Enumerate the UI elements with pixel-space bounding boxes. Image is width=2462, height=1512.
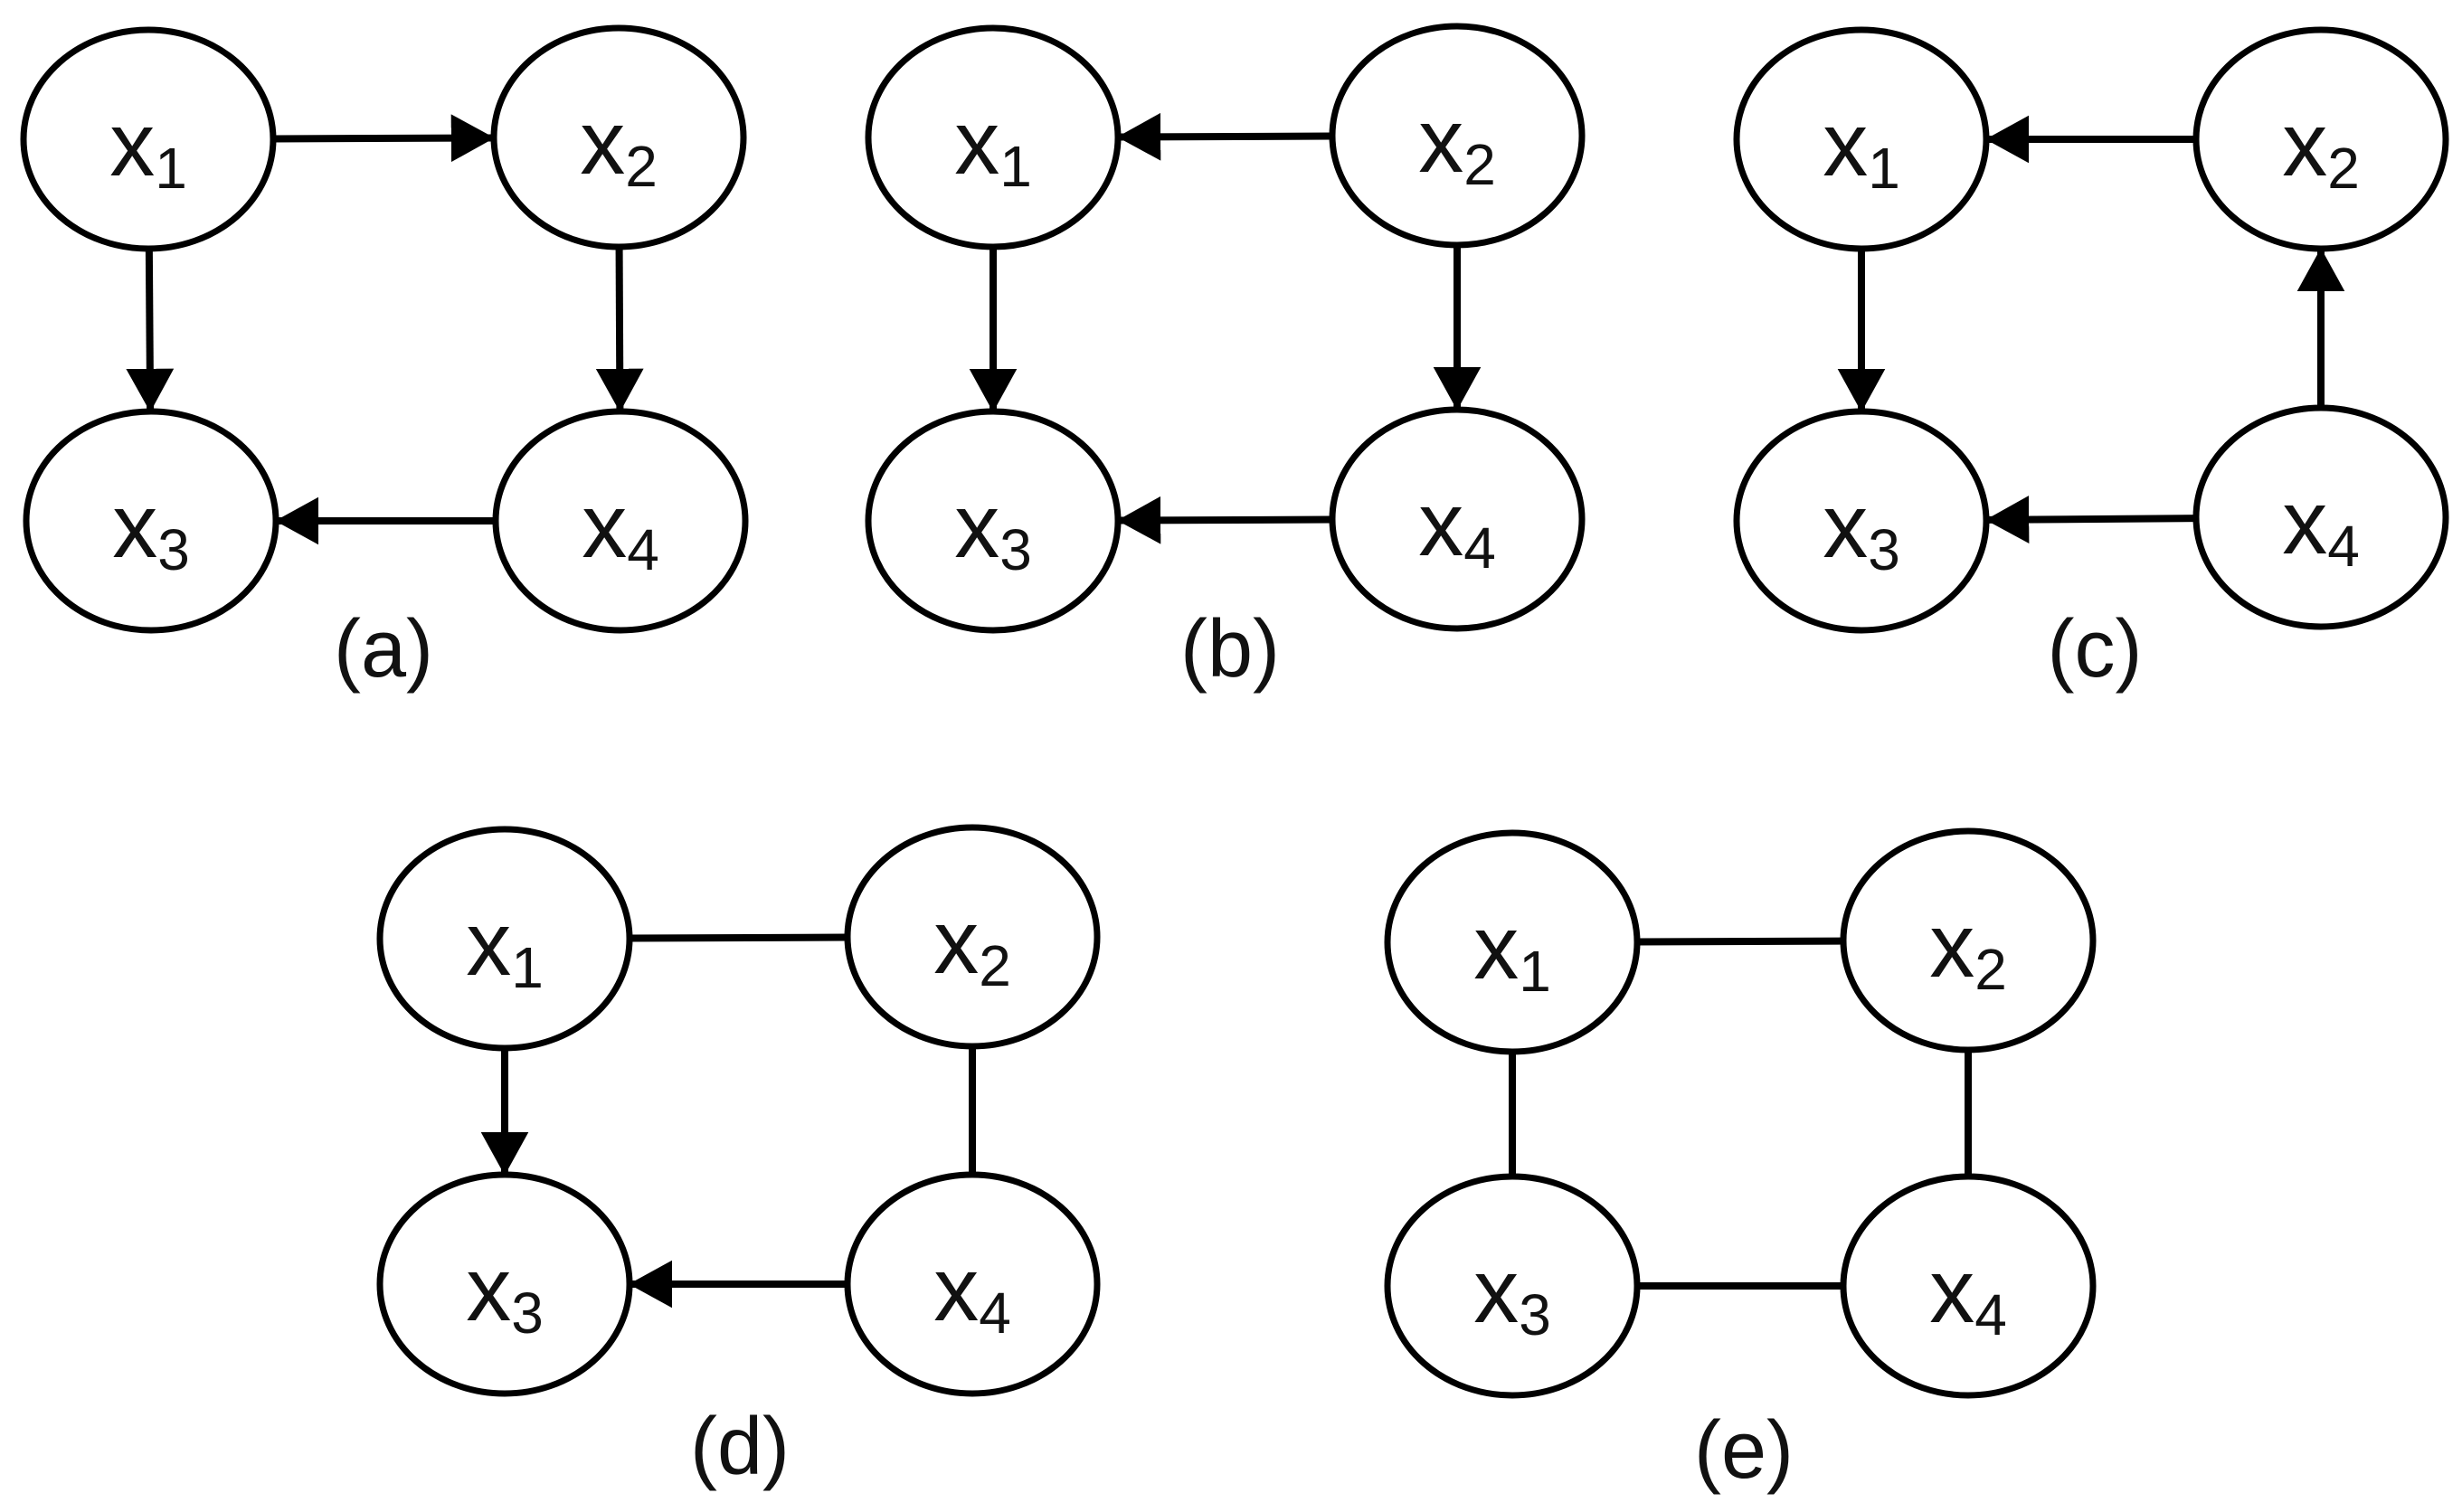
node-label-subscript: 4	[979, 1280, 1011, 1346]
node-label-subscript: 1	[155, 136, 187, 201]
node-label-subscript: 1	[1868, 136, 1900, 201]
node-label-d-x2: x2	[933, 892, 1011, 998]
node-d-x1	[376, 826, 633, 1052]
node-label-subscript: 3	[1519, 1282, 1551, 1347]
node-label-a-x4: x4	[582, 476, 659, 582]
edge-d-x1-x2	[629, 933, 848, 942]
node-label-c-x2: x2	[2282, 94, 2360, 201]
node-label-a-x2: x2	[580, 92, 658, 199]
node-b-x1	[865, 24, 1122, 250]
node-d-x4	[844, 1171, 1101, 1397]
node-d-x3	[376, 1171, 633, 1397]
node-label-b-x2: x2	[1418, 90, 1496, 197]
caption-a: (a)	[334, 604, 433, 695]
node-label-subscript: 4	[627, 517, 659, 582]
node-label-e-x3: x3	[1473, 1241, 1551, 1347]
node-label-subscript: 2	[1463, 132, 1496, 197]
node-label-base: x	[933, 1239, 979, 1340]
node-e-x3	[1384, 1173, 1641, 1399]
node-label-e-x2: x2	[1929, 895, 2007, 1002]
node-label-base: x	[582, 476, 627, 577]
node-label-base: x	[2282, 472, 2327, 573]
node-label-base: x	[1929, 895, 1974, 997]
node-label-subscript: 3	[999, 517, 1032, 582]
node-a-x2	[490, 24, 747, 250]
node-label-d-x4: x4	[933, 1239, 1011, 1346]
node-label-b-x4: x4	[1418, 474, 1496, 581]
node-label-subscript: 4	[1463, 515, 1496, 581]
node-label-b-x1: x1	[954, 92, 1032, 199]
node-label-base: x	[112, 476, 157, 577]
edge-a-x1-to-x2	[272, 114, 495, 163]
node-c-x1	[1733, 26, 1990, 252]
node-e-x1	[1384, 829, 1641, 1055]
caption-d: (d)	[690, 1402, 790, 1492]
node-label-b-x3: x3	[954, 476, 1032, 582]
node-c-x3	[1733, 408, 1990, 634]
node-label-c-x4: x4	[2282, 472, 2360, 579]
node-d-x2	[844, 824, 1101, 1050]
node-b-x4	[1329, 406, 1586, 632]
caption-b: (b)	[1180, 604, 1280, 695]
node-a-x4	[492, 408, 749, 634]
edge-a-x1-to-x3	[126, 248, 175, 412]
node-label-subscript: 2	[2327, 136, 2360, 201]
node-label-subscript: 1	[999, 134, 1032, 199]
edge-b-x4-to-x3	[1117, 496, 1333, 544]
node-label-subscript: 2	[625, 134, 658, 199]
node-label-base: x	[1418, 474, 1463, 575]
caption-e: (e)	[1694, 1405, 1794, 1496]
node-label-base: x	[466, 893, 511, 995]
caption-c: (c)	[2048, 604, 2143, 695]
node-label-subscript: 4	[1974, 1282, 2007, 1347]
edge-c-x4-to-x3	[1985, 496, 2197, 543]
node-label-subscript: 4	[2327, 514, 2360, 579]
node-label-subscript: 1	[511, 935, 544, 1000]
node-label-subscript: 3	[157, 517, 190, 582]
node-b-x2	[1329, 23, 1586, 249]
node-label-base: x	[2282, 94, 2327, 195]
node-label-base: x	[933, 892, 979, 993]
node-label-base: x	[954, 92, 999, 194]
node-label-e-x1: x1	[1473, 897, 1551, 1004]
node-label-a-x3: x3	[112, 476, 190, 582]
node-a-x3	[23, 408, 279, 634]
node-label-base: x	[954, 476, 999, 577]
node-label-subscript: 2	[1974, 937, 2007, 1002]
node-label-base: x	[466, 1239, 511, 1340]
node-label-base: x	[580, 92, 625, 194]
node-c-x2	[2192, 26, 2449, 252]
node-label-base: x	[1823, 476, 1868, 577]
node-label-c-x1: x1	[1823, 94, 1900, 201]
node-label-base: x	[1418, 90, 1463, 192]
node-label-subscript: 1	[1519, 939, 1551, 1004]
node-e-x4	[1840, 1173, 2097, 1399]
node-b-x3	[865, 408, 1122, 634]
node-label-c-x3: x3	[1823, 476, 1900, 582]
node-label-base: x	[1823, 94, 1868, 195]
node-a-x1	[20, 26, 277, 252]
node-e-x2	[1840, 827, 2097, 1054]
edge-e-x1-x2	[1636, 937, 1844, 946]
node-label-base: x	[109, 94, 155, 195]
node-label-base: x	[1473, 1241, 1519, 1342]
node-label-a-x1: x1	[109, 94, 187, 201]
node-label-subscript: 3	[1868, 517, 1900, 582]
node-label-e-x4: x4	[1929, 1241, 2007, 1347]
node-label-d-x3: x3	[466, 1239, 544, 1346]
node-label-d-x1: x1	[466, 893, 544, 1000]
node-c-x4	[2192, 404, 2449, 630]
node-label-subscript: 2	[979, 933, 1011, 998]
node-label-base: x	[1473, 897, 1519, 998]
node-label-base: x	[1929, 1241, 1974, 1342]
node-label-subscript: 3	[511, 1280, 544, 1346]
